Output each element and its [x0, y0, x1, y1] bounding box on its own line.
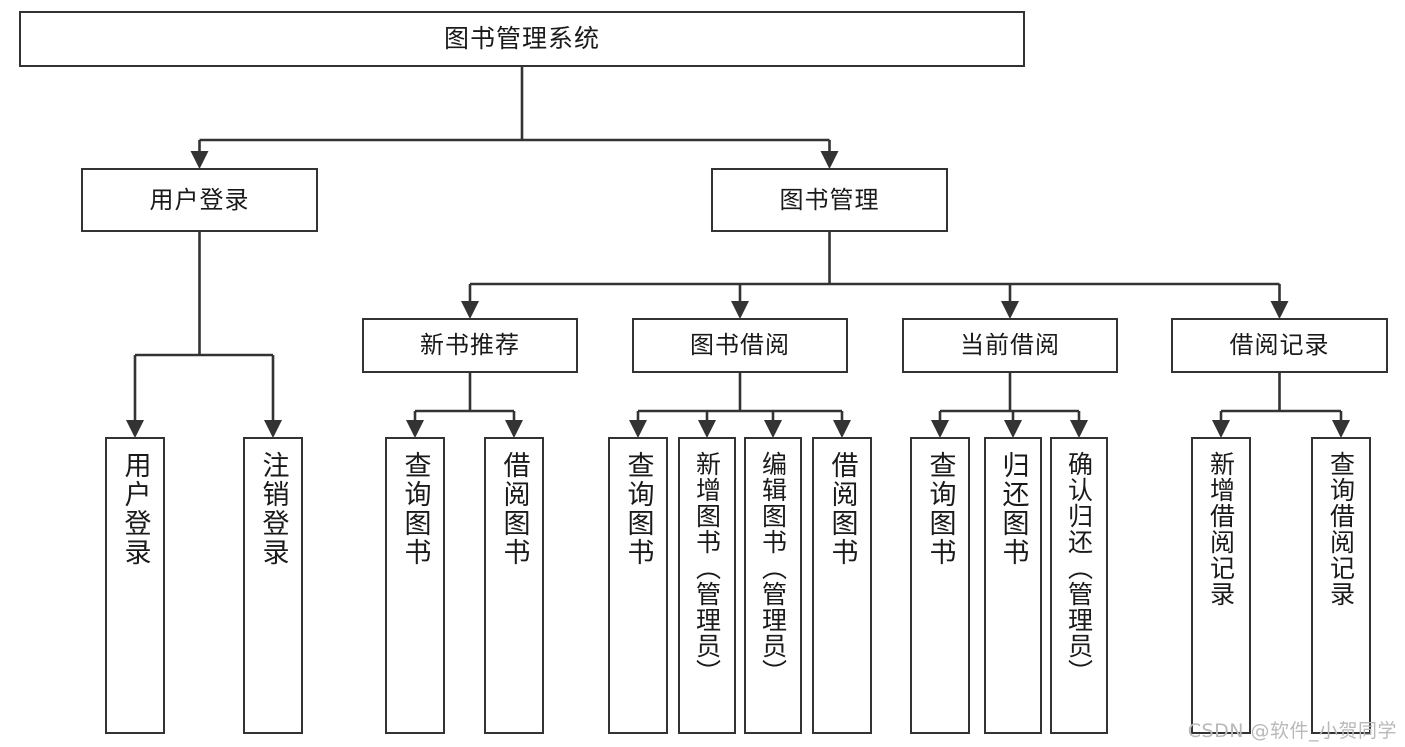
node-leaf-brw-edit[interactable]: 编辑图书（管理员）	[744, 437, 802, 734]
node-current-borrow[interactable]: 当前借阅	[902, 318, 1118, 373]
node-borrow-record[interactable]: 借阅记录	[1171, 318, 1388, 373]
node-leaf-rec-borrow[interactable]: 借阅图书	[484, 437, 544, 734]
node-leaf-user-login[interactable]: 用户登录	[105, 437, 165, 734]
node-label: 新增图书（管理员）	[692, 451, 722, 685]
node-user-login[interactable]: 用户登录	[81, 168, 318, 232]
node-label: 图书管理系统	[443, 24, 600, 53]
node-label: 编辑图书（管理员）	[758, 451, 788, 685]
node-label: 借阅记录	[1229, 331, 1330, 360]
node-label: 图书管理	[779, 185, 880, 214]
node-label: 新增借阅记录	[1206, 451, 1236, 607]
node-root[interactable]: 图书管理系统	[19, 11, 1025, 67]
node-label: 归还图书	[997, 451, 1029, 567]
node-leaf-rec-search[interactable]: 查询借阅记录	[1311, 437, 1371, 734]
watermark: CSDN @软件_小贺同学	[1187, 720, 1397, 742]
node-leaf-rec-add[interactable]: 新增借阅记录	[1191, 437, 1251, 734]
node-leaf-brw-add[interactable]: 新增图书（管理员）	[678, 437, 736, 734]
node-leaf-cur-return[interactable]: 归还图书	[984, 437, 1042, 734]
node-book-borrow[interactable]: 图书借阅	[632, 318, 848, 373]
node-label: 用户登录	[149, 185, 250, 214]
node-label: 确认归还（管理员）	[1064, 451, 1094, 685]
node-label: 用户登录	[119, 451, 151, 567]
node-leaf-brw-query[interactable]: 查询图书	[608, 437, 668, 734]
node-label: 新书推荐	[420, 331, 520, 360]
node-label: 借阅图书	[498, 451, 530, 567]
node-leaf-rec-query[interactable]: 查询图书	[385, 437, 445, 734]
node-leaf-cur-query[interactable]: 查询图书	[910, 437, 970, 734]
node-new-book-rec[interactable]: 新书推荐	[362, 318, 578, 373]
node-label: 注销登录	[257, 451, 289, 567]
node-book-manage[interactable]: 图书管理	[711, 168, 948, 232]
node-label: 当前借阅	[960, 331, 1060, 360]
node-label: 查询图书	[399, 451, 431, 567]
node-label: 图书借阅	[690, 331, 790, 360]
node-label: 查询图书	[622, 451, 654, 567]
node-leaf-cur-confirm[interactable]: 确认归还（管理员）	[1050, 437, 1108, 734]
node-leaf-brw-lend[interactable]: 借阅图书	[812, 437, 872, 734]
node-label: 查询图书	[924, 451, 956, 567]
node-label: 查询借阅记录	[1326, 451, 1356, 607]
node-leaf-user-logout[interactable]: 注销登录	[243, 437, 303, 734]
node-label: 借阅图书	[826, 451, 858, 567]
